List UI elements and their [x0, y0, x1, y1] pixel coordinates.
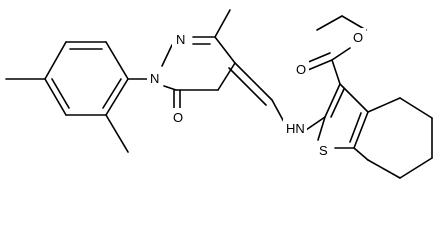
bond [353, 147, 369, 161]
pyrazolone-ring [127, 9, 236, 111]
carbonyl-bond [305, 52, 331, 64]
methyl-bond [214, 9, 231, 38]
bond-c-o [331, 47, 351, 61]
molecule-canvas: N N O HN S O O [5, 9, 433, 179]
double-bond-exocyclic [228, 67, 267, 106]
label-background [170, 108, 186, 126]
bond-ch-nh [271, 99, 285, 123]
bond-nh-c [305, 116, 326, 131]
bond [399, 97, 433, 119]
dimethylphenyl-ring [5, 41, 129, 153]
thiophene-ring [317, 83, 369, 149]
bond-s-c [317, 116, 326, 141]
atom-n-pyrazole-2: N [176, 32, 185, 47]
label-background [283, 119, 307, 137]
bond-ring-carbonyl [331, 59, 341, 85]
atom-o-carbonyl-ring: O [173, 110, 183, 125]
atom-nh-amine: HN [286, 121, 305, 136]
bond [353, 111, 369, 149]
bond [367, 159, 401, 179]
bond [339, 83, 369, 113]
label-background [350, 28, 366, 46]
double-bond-inner [330, 88, 345, 118]
bond [217, 62, 236, 91]
bond-o-ch2 [341, 15, 367, 31]
double-bond-inner [349, 112, 362, 143]
methyl-bond [105, 114, 129, 153]
label-background [293, 60, 309, 78]
label-background [147, 69, 163, 87]
double-bond-exocyclic [234, 62, 273, 101]
structure-diagram: N N O HN S O O [5, 9, 433, 179]
label-background [172, 30, 190, 48]
atom-n-pyrazole-1: N [150, 71, 159, 86]
label-background [316, 141, 332, 159]
bond [399, 157, 433, 179]
ethyl-ester [305, 15, 367, 85]
atom-labels: N N O HN S O O [147, 28, 366, 159]
cyclohexene-ring [353, 97, 433, 179]
atom-o-ester-ether: O [353, 30, 363, 45]
bond-ch2-ch3 [316, 15, 343, 31]
atom-s-thiophene: S [319, 143, 328, 158]
bond [105, 41, 129, 80]
bond [44, 78, 67, 116]
methylidene-linker [228, 62, 326, 131]
atom-o-ester-carbonyl: O [296, 62, 306, 77]
double-bond-inner [51, 78, 70, 109]
double-bond-inner [102, 78, 122, 109]
bond [214, 36, 236, 64]
bond-n-n [161, 44, 173, 67]
carbonyl-bond [307, 59, 333, 71]
bond [105, 78, 129, 116]
bond [367, 97, 401, 113]
bond [44, 41, 67, 80]
bond [324, 83, 341, 118]
